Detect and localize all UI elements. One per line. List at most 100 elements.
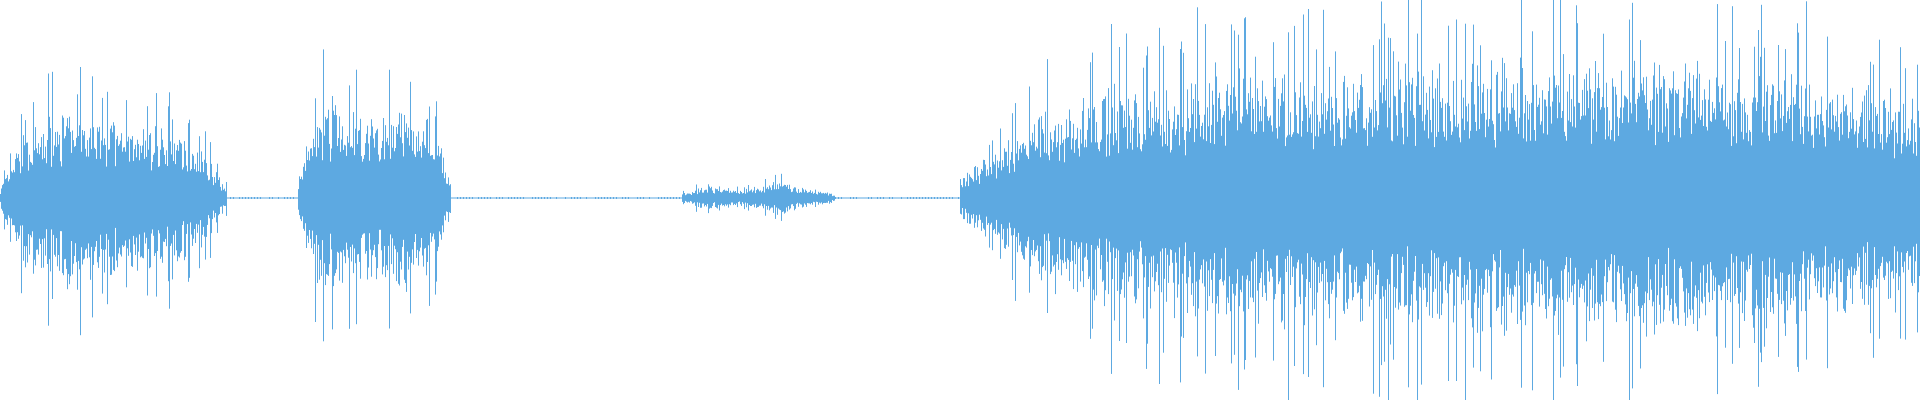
waveform-sample [1483,83,1484,295]
waveform-sample [1367,145,1368,263]
waveform-sample [95,149,96,247]
waveform-sample [1223,115,1224,286]
waveform-sample [1454,114,1455,306]
waveform-sample [1564,131,1565,270]
waveform-sample [1254,134,1255,259]
waveform-sample [314,147,315,244]
waveform-sample [808,192,809,204]
waveform-sample [1224,111,1225,281]
waveform-sample [1719,102,1720,286]
waveform-sample [1871,103,1872,289]
waveform-sample [100,158,101,235]
waveform-sample [1235,96,1236,296]
waveform-sample [1575,127,1576,268]
waveform-sample [1855,131,1856,275]
waveform-sample [1375,100,1376,295]
waveform-sample [1866,90,1867,285]
waveform-sample [1311,132,1312,258]
waveform-sample [311,148,312,249]
waveform-sample [1828,127,1829,267]
waveform-sample [183,167,184,222]
waveform-sample [1382,103,1383,287]
waveform-sample [481,197,482,199]
waveform-sample [1573,75,1574,305]
waveform-sample [1823,125,1824,288]
waveform-sample [1718,86,1719,285]
waveform-sample [1706,126,1707,283]
waveform-sample [1808,131,1809,260]
waveform-sample [1838,127,1839,269]
waveform-sample [802,187,803,208]
waveform-sample [323,49,324,342]
waveform-sample [1016,153,1017,237]
waveform-sample [1742,103,1743,314]
waveform-sample [1891,129,1892,272]
waveform-sample [1702,100,1703,304]
waveform-sample [1253,109,1254,303]
waveform-sample [1874,148,1875,248]
waveform-sample [1280,105,1281,278]
waveform-sample [1043,133,1044,266]
waveform-sample [1909,144,1910,257]
waveform-sample [1689,72,1690,310]
waveform-sample [154,152,155,256]
waveform-sample [1290,112,1291,285]
waveform-sample [724,189,725,207]
waveform-sample [380,159,381,230]
waveform-sample [952,197,953,199]
waveform-sample [1044,152,1045,235]
waveform-sample [1862,101,1863,299]
waveform-sample [70,131,71,277]
waveform-sample [1579,103,1580,298]
waveform-sample [889,197,890,199]
waveform-sample [169,92,170,309]
waveform-sample [1643,77,1644,323]
waveform-sample [1843,94,1844,309]
waveform-sample [1818,114,1819,282]
waveform-sample [667,197,668,199]
waveform-sample [402,143,403,247]
waveform-sample [35,127,36,266]
waveform-sample [856,197,857,199]
waveform-sample [68,128,69,275]
waveform-sample [684,193,685,203]
waveform-sample [1263,131,1264,250]
waveform-sample [1232,113,1233,284]
waveform-sample [388,145,389,246]
waveform-sample [1791,74,1792,298]
waveform-sample [1012,113,1013,280]
waveform-sample [1282,78,1283,321]
waveform-sample [1076,138,1077,243]
waveform-sample [1092,52,1093,329]
waveform-sample [784,184,785,214]
waveform-sample [375,133,376,258]
waveform-sample [1357,92,1358,294]
waveform-sample [673,197,674,199]
waveform-sample [538,197,539,199]
waveform-sample [1819,134,1820,268]
waveform-sample [705,189,706,205]
waveform-sample [1242,116,1243,276]
waveform-sample [223,189,224,206]
waveform-sample [686,194,687,202]
waveform-sample [370,135,371,250]
waveform-sample [43,134,44,268]
waveform-sample [1149,127,1150,263]
waveform-sample [1556,85,1557,299]
waveform-sample [1696,78,1697,298]
waveform-sample [1752,102,1753,316]
waveform-sample [759,191,760,206]
waveform-sample [422,141,423,256]
waveform-sample [1448,25,1449,381]
waveform-sample [987,169,988,225]
waveform-sample [89,137,90,258]
waveform-sample [1122,105,1123,280]
waveform-sample [1834,131,1835,258]
waveform-sample [1133,127,1134,256]
waveform-sample [146,156,147,238]
waveform-sample [1061,125,1062,276]
waveform-sample [1251,131,1252,262]
waveform-sample [760,190,761,206]
